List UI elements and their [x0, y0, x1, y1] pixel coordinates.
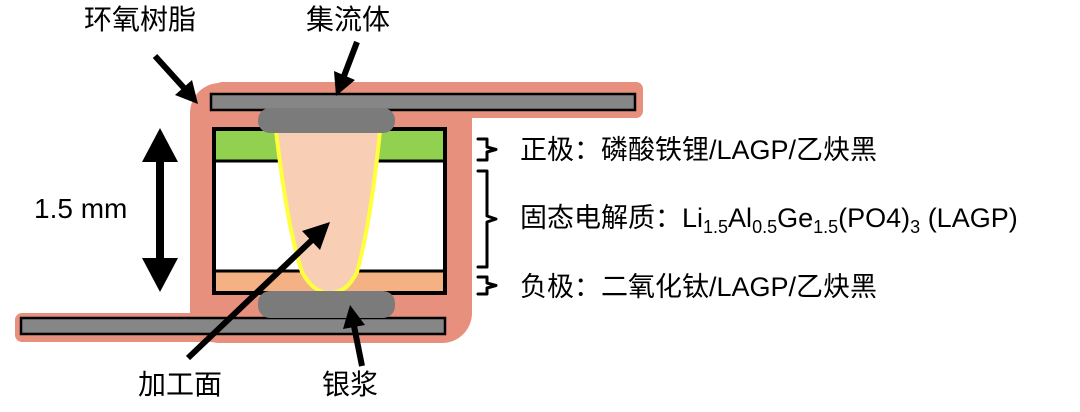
- solid-electrolyte-prefix: 固态电解质：: [520, 203, 682, 233]
- silver-paste-pointer-arrow: [343, 305, 365, 367]
- layer-braces: [476, 137, 498, 296]
- thickness-label: 1.5 mm: [34, 193, 128, 224]
- thickness-double-arrow: [142, 128, 178, 292]
- silver-paste-bottom: [258, 291, 395, 318]
- positive-electrode-brace: [476, 137, 498, 162]
- formula-subscript-al: 0.5: [752, 217, 778, 237]
- epoxy-label: 环氧树脂: [84, 4, 197, 35]
- negative-electrode-label: 负极：二氧化钛/LAGP/乙炔黑: [520, 272, 878, 302]
- current-collector-bottom: [19, 316, 447, 336]
- epoxy-pointer-arrow: [152, 53, 198, 104]
- current-collector-label: 集流体: [306, 4, 391, 35]
- solid-electrolyte-abbreviation: (LAGP): [920, 203, 1018, 233]
- solid-electrolyte-brace: [476, 169, 498, 269]
- formula-element-li: Li: [682, 203, 704, 233]
- processed-surface-pointer-arrow: [185, 222, 330, 361]
- formula-group-po4: (PO4): [838, 203, 911, 233]
- formula-element-ge: Ge: [777, 203, 814, 233]
- processed-surface-label: 加工面: [138, 369, 223, 400]
- positive-electrode-label: 正极：磷酸铁锂/LAGP/乙炔黑: [520, 135, 878, 165]
- current-collector-top: [209, 92, 637, 112]
- formula-subscript-li: 1.5: [703, 217, 729, 237]
- negative-electrode-brace: [476, 275, 498, 296]
- collector-pointer-arrow: [334, 40, 360, 96]
- formula-subscript-ge: 1.5: [813, 217, 839, 237]
- silver-paste-top: [258, 108, 395, 133]
- silver-paste-label: 银浆: [322, 369, 379, 400]
- formula-subscript-po4: 3: [910, 217, 921, 237]
- formula-element-al: Al: [728, 203, 753, 233]
- solid-electrolyte-label: 固态电解质：Li1.5Al0.5Ge1.5(PO4)3 (LAGP): [520, 203, 1018, 236]
